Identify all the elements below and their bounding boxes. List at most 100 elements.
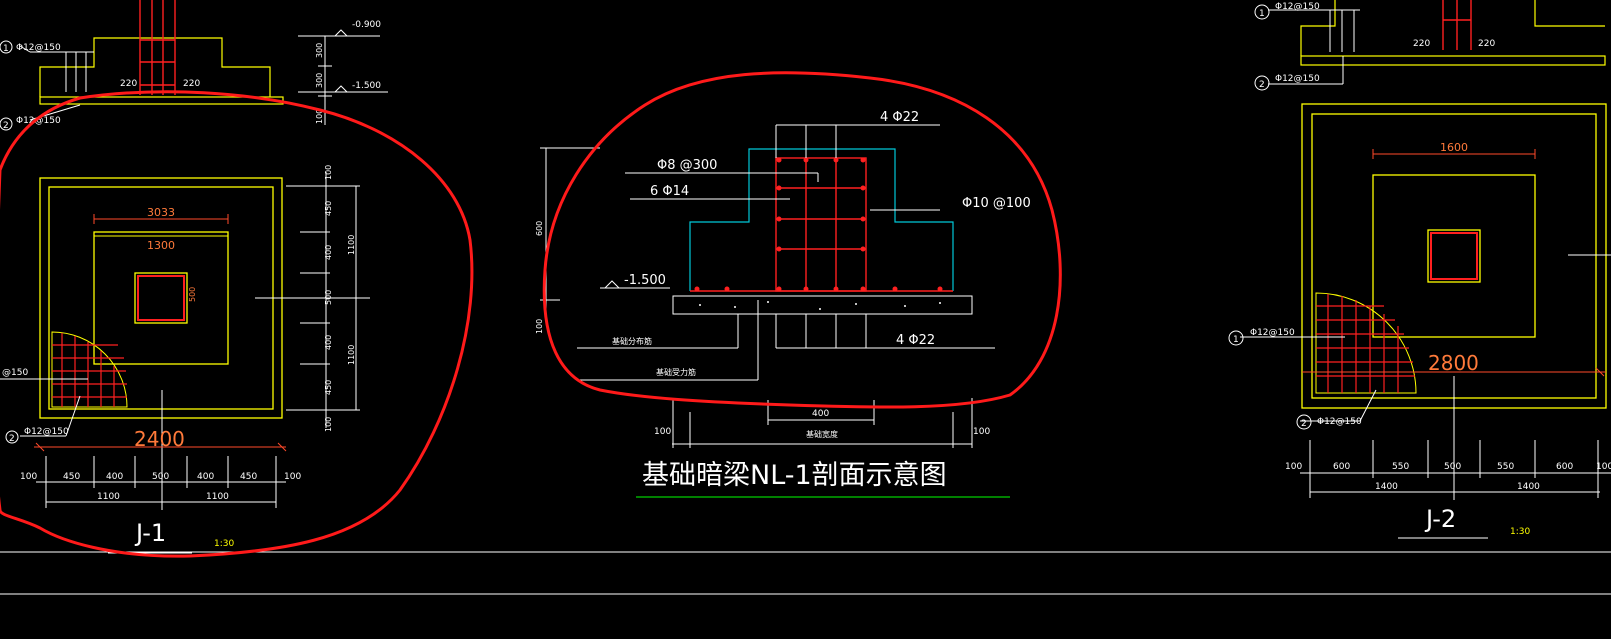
j1-right-dim-3: 400 <box>324 245 333 260</box>
beam-main-bar: 基础受力筋 <box>656 367 696 377</box>
j1-right-dim-4: 500 <box>324 290 333 305</box>
j2-rebar-callout-top: Φ12@150 <box>1275 2 1320 12</box>
j1-level-top: -0.900 <box>352 20 381 30</box>
beam-dist-bar: 基础分布筋 <box>612 336 652 346</box>
beam-blinding-layer <box>672 295 973 315</box>
j2-col-220-left: 220 <box>1413 39 1430 49</box>
j1-overall-dim <box>34 442 287 452</box>
j1-bottom-dimline <box>36 456 286 508</box>
beam-height-100: 100 <box>535 319 544 334</box>
j2-dowel-lines <box>1268 9 1360 85</box>
j1-inner-3033: 3033 <box>147 206 175 219</box>
beam-level: -1.500 <box>624 273 666 288</box>
beam-rebar-cage <box>690 157 953 292</box>
j2-marker-2-circle <box>1254 75 1270 91</box>
j1-scale: 1:30 <box>214 539 234 549</box>
j2-bottom-dimline <box>1300 440 1611 498</box>
j2-marker-2: 2 <box>1259 80 1265 90</box>
j2-column-section <box>1430 232 1478 280</box>
j1-bottom-dim-2: 450 <box>63 472 80 482</box>
beam-bottom-bars: 4 Φ22 <box>896 333 935 348</box>
j1-inner-1300: 1300 <box>147 239 175 252</box>
j1-overall-width: 2400 <box>134 427 185 451</box>
j2-bottom-dim-6: 600 <box>1556 462 1573 472</box>
j1-bottom-dim-5: 400 <box>197 472 214 482</box>
j2-bottom-dim-3: 550 <box>1392 462 1409 472</box>
detail-j1: 220 220 1 Φ12@150 2 Φ12@150 -0.900 -1.50… <box>0 0 388 554</box>
j1-marker-1: 1 <box>3 44 9 54</box>
beam-rebar-dots <box>694 157 943 292</box>
j1-marker-2b-circle <box>5 430 19 444</box>
j2-label: J-2 <box>1424 505 1456 533</box>
j1-label: J-1 <box>134 519 166 547</box>
j1-level-marks <box>298 29 388 125</box>
j1-bottom-dim-7: 100 <box>284 472 301 482</box>
j1-rebar-callout-bottom: Φ12@150 <box>16 116 61 126</box>
beam-aggregate-dots <box>699 301 941 310</box>
j2-rebar-callout-mid: Φ12@150 <box>1275 74 1320 84</box>
j1-leader-lines <box>0 297 370 510</box>
j1-bottom-total-a: 1100 <box>97 492 120 502</box>
j2-marker-1b: 1 <box>1233 335 1239 345</box>
j1-bottom-total-b: 1100 <box>206 492 229 502</box>
j1-right-dim-6: 450 <box>324 380 333 395</box>
j1-marker-2: 2 <box>3 121 9 131</box>
j2-overall-width: 2800 <box>1428 351 1479 375</box>
beam-side-100-left: 100 <box>654 427 671 437</box>
j2-bottom-dim-2: 600 <box>1333 462 1350 472</box>
j1-bottom-dim-6: 450 <box>240 472 257 482</box>
j2-inner-1600: 1600 <box>1440 141 1468 154</box>
j2-rebar-callout-foot: Φ12@150 <box>1317 417 1362 427</box>
beam-side-bars: 6 Φ14 <box>650 184 689 199</box>
beam-leaders <box>540 124 995 448</box>
j2-marker-1b-circle <box>1228 330 1244 346</box>
beam-side-100-right: 100 <box>973 427 990 437</box>
j1-right-total-a: 1100 <box>347 235 356 255</box>
j1-bottom-dim-1: 100 <box>20 472 37 482</box>
j1-col-220-right: 220 <box>183 79 200 89</box>
j2-rebar-quarter <box>1315 292 1417 394</box>
beam-outline-cyan <box>689 148 954 291</box>
j1-bottom-dim-3: 400 <box>106 472 123 482</box>
j1-dim-100-top: 100 <box>315 109 324 124</box>
j1-dowel-lines <box>19 45 94 121</box>
j1-dim-300-a: 300 <box>315 43 324 58</box>
j1-right-dim-7: 100 <box>324 417 333 432</box>
j1-marker-2b: 2 <box>9 434 15 444</box>
beam-side-stirrup: Φ10 @100 <box>962 196 1031 211</box>
j1-rebar-callout-side: @150 <box>2 368 28 378</box>
j1-col-220-left: 220 <box>120 79 137 89</box>
j2-inner-dim <box>1372 149 1536 159</box>
j1-column-section <box>137 275 185 321</box>
j1-inner-dims <box>93 214 229 224</box>
j1-rebar-callout-top: Φ12@150 <box>16 43 61 53</box>
j2-marker-2b-circle <box>1296 414 1312 430</box>
j2-column-rebar <box>1442 0 1472 50</box>
j1-column-rebar <box>139 0 176 95</box>
j1-right-total-b: 1100 <box>347 345 356 365</box>
j1-marker-1-circle <box>0 40 13 54</box>
j2-marker-1-circle <box>1254 4 1270 20</box>
j1-right-dim-1: 100 <box>324 165 333 180</box>
beam-height-600: 600 <box>535 221 544 236</box>
j1-level-bottom: -1.500 <box>352 81 381 91</box>
j1-rebar-quarter <box>51 331 128 408</box>
j2-rebar-callout-side: Φ12@150 <box>1250 328 1295 338</box>
j2-marker-1: 1 <box>1259 9 1265 19</box>
j1-column-dim: 500 <box>188 287 197 302</box>
j2-bottom-dim-5: 550 <box>1497 462 1514 472</box>
beam-base-width: 基础宽度 <box>806 429 838 439</box>
j1-dim-300-b: 300 <box>315 73 324 88</box>
j2-bottom-dim-4: 500 <box>1444 462 1461 472</box>
j2-bottom-total-a: 1400 <box>1375 482 1398 492</box>
markup-circle-beam <box>542 71 1062 409</box>
j2-marker-2b: 2 <box>1301 419 1307 429</box>
detail-j2: 1 Φ12@150 2 Φ12@150 220 220 <box>1228 0 1611 539</box>
beam-width-400: 400 <box>812 409 829 419</box>
j2-elevation <box>1300 0 1606 66</box>
beam-top-bars: 4 Φ22 <box>880 110 919 125</box>
j2-bottom-total-b: 1400 <box>1517 482 1540 492</box>
j1-rebar-callout-foot: Φ12@150 <box>24 427 69 437</box>
beam-section-title: 基础暗梁NL-1剖面示意图 <box>642 460 947 491</box>
